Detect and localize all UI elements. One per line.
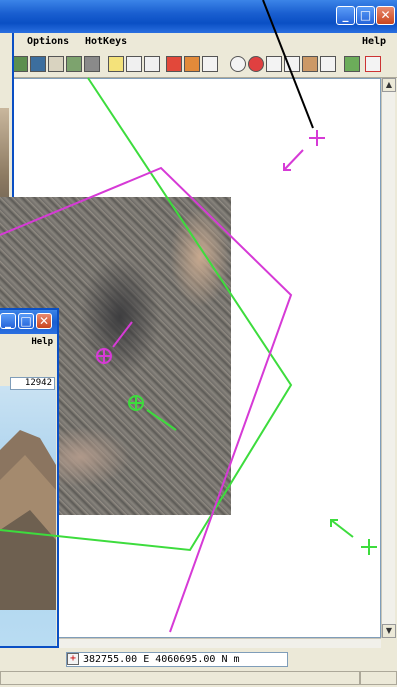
left-window-fragment[interactable] (0, 33, 14, 213)
scroll-down-icon[interactable]: ▼ (382, 624, 396, 638)
coordinate-readout: 382755.00 E 4060695.00 N m (66, 652, 288, 667)
image-icon[interactable] (344, 56, 360, 72)
tool-icon-7[interactable] (126, 56, 142, 72)
crosshair-icon[interactable]: + (67, 653, 79, 665)
select-icon[interactable] (284, 56, 300, 72)
maximize-icon[interactable]: □ (356, 6, 375, 25)
zoom-out-icon[interactable] (248, 56, 264, 72)
scroll-up-icon[interactable]: ▲ (382, 78, 396, 92)
secondary-help-menu[interactable]: Help (31, 337, 53, 347)
menu-options[interactable]: Options (27, 36, 70, 47)
tool-icon-1[interactable] (12, 56, 28, 72)
close-icon[interactable]: ✕ (36, 313, 52, 329)
secondary-menu-bar: Help (0, 334, 57, 350)
tool-icon-11[interactable] (202, 56, 218, 72)
toolbar (0, 53, 397, 78)
menu-hotkeys[interactable]: HotKeys (85, 36, 128, 47)
status-cell (0, 671, 360, 685)
tool-icon-5[interactable] (84, 56, 100, 72)
pointer-icon[interactable] (266, 56, 282, 72)
close-icon[interactable]: ✕ (376, 6, 395, 25)
secondary-title-bar: _ □ ✕ (0, 310, 57, 334)
secondary-window[interactable]: _ □ ✕ Help 12942 (0, 308, 59, 648)
terrain-rendering (0, 430, 56, 610)
minimize-icon[interactable]: _ (336, 6, 355, 25)
window-icon[interactable] (365, 56, 381, 72)
menu-help[interactable]: Help (362, 36, 387, 47)
maximize-icon[interactable]: □ (18, 313, 34, 329)
menu-bar: s Options HotKeys Help (0, 33, 397, 54)
tool-icon-9[interactable] (166, 56, 182, 72)
secondary-value-field[interactable]: 12942 (10, 377, 55, 390)
tool-icon-2[interactable] (30, 56, 46, 72)
tool-icon-8[interactable] (144, 56, 160, 72)
horizontal-scrollbar[interactable] (8, 638, 381, 648)
eye-icon[interactable] (320, 56, 336, 72)
status-cell-small (360, 671, 397, 685)
tool-icon-4[interactable] (66, 56, 82, 72)
vertical-scrollbar[interactable]: ▲ ▼ (381, 78, 396, 638)
layer-icon[interactable] (302, 56, 318, 72)
tool-icon-6[interactable] (108, 56, 124, 72)
tool-icon-10[interactable] (184, 56, 200, 72)
title-bar: _ □ ✕ (0, 0, 397, 33)
zoom-in-icon[interactable] (230, 56, 246, 72)
tool-icon-3[interactable] (48, 56, 64, 72)
minimize-icon[interactable]: _ (0, 313, 16, 329)
